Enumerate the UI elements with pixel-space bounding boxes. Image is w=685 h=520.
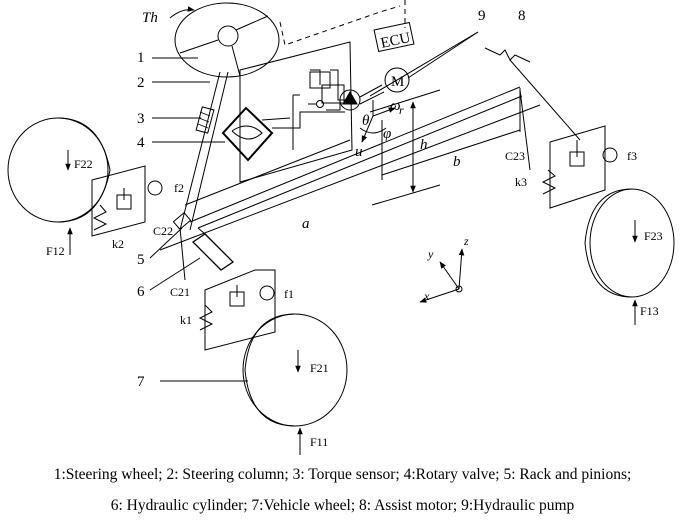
damper-c23: C23 [505, 149, 525, 163]
hydraulic-circuit [261, 69, 350, 150]
callout-1: 1 [137, 50, 145, 66]
hydraulic-pump [339, 84, 385, 111]
force-f21: F21 [310, 361, 329, 375]
rear-left-suspension [198, 269, 276, 351]
callout-4: 4 [137, 135, 145, 151]
axis-x-label: x [423, 289, 430, 303]
axis-y-label: y [427, 247, 434, 261]
callout-6: 6 [137, 284, 145, 300]
force-f12: F12 [46, 244, 65, 258]
torque-label: Th [142, 10, 158, 26]
zigzag-link [484, 47, 531, 63]
rack-and-pinion [172, 211, 192, 231]
spring-k3: k3 [515, 175, 527, 189]
axis-z-label: z [463, 234, 469, 248]
callout-9: 9 [478, 8, 486, 24]
callout-8: 8 [518, 8, 526, 24]
dimension-h [369, 88, 521, 206]
spring-k2: k2 [112, 237, 124, 251]
front-left-wheel [7, 117, 111, 255]
callout-3: 3 [137, 111, 145, 127]
velocity-u: u [355, 144, 363, 160]
callout-2: 2 [137, 75, 145, 91]
mass-f3: f3 [627, 149, 637, 163]
dashed-signal-line [279, 0, 406, 46]
dimension-h: h [420, 137, 428, 153]
force-f23: F23 [644, 229, 663, 243]
rear-left-wheel [242, 313, 348, 455]
hydraulic-cylinder [191, 227, 235, 271]
front-left-suspension [91, 165, 163, 237]
right-suspension [541, 125, 618, 209]
caption-line-1: 1:Steering wheel; 2: Steering column; 3:… [53, 466, 632, 483]
callout-7: 7 [137, 374, 145, 390]
dimension-a: a [302, 216, 310, 232]
damper-c22: C22 [153, 224, 173, 238]
angle-omega-sub: r [399, 103, 404, 117]
angle-phi: φ [383, 126, 391, 142]
mass-f1: f1 [284, 287, 294, 301]
force-f11: F11 [310, 435, 328, 449]
right-wheel [584, 188, 675, 325]
rotary-valve [221, 106, 274, 162]
damper-c21: C21 [170, 285, 190, 299]
coordinate-axes [419, 248, 465, 303]
steering-wheel [169, 2, 280, 78]
valve-housing-plate [239, 41, 353, 183]
ecu-box [373, 21, 415, 53]
angle-markers [359, 100, 396, 143]
assist-motor [384, 67, 410, 93]
callout-5: 5 [137, 252, 145, 268]
callout-leaders [149, 31, 479, 382]
force-f13: F13 [640, 304, 659, 318]
force-f22: F22 [74, 157, 93, 171]
ecu-label: ECU [379, 30, 412, 52]
steering-column [179, 71, 229, 231]
front-axle [159, 86, 541, 281]
motor-label: M [391, 74, 404, 90]
angle-omega: ω [390, 98, 401, 114]
dimension-b: b [453, 154, 461, 170]
caption-line-2: 6: Hydraulic cylinder; 7:Vehicle wheel; … [110, 497, 575, 514]
spring-k1: k1 [180, 313, 192, 327]
angle-theta: θ [362, 113, 370, 129]
mass-f2: f2 [174, 181, 184, 195]
